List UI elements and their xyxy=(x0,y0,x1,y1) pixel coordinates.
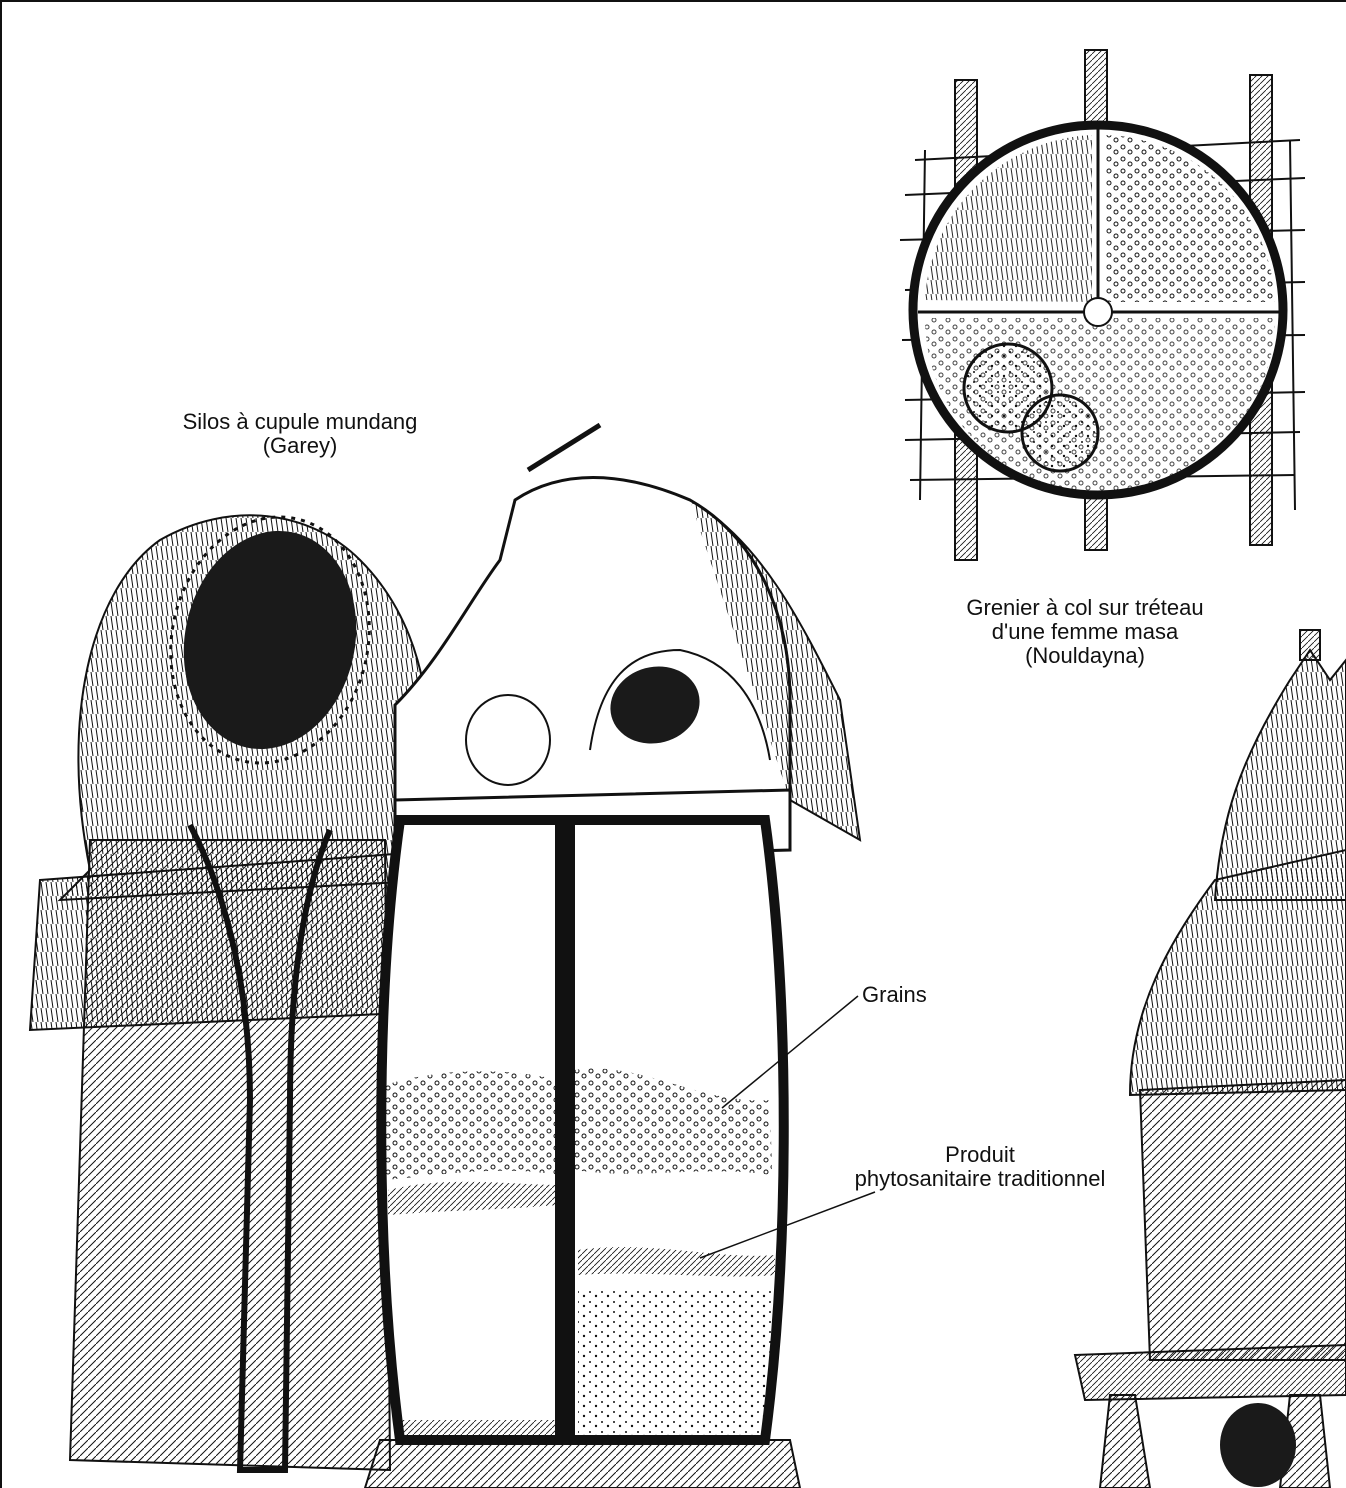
silos-caption: Silos à cupule mundang (Garey) xyxy=(150,410,450,458)
grains-label: Grains xyxy=(862,983,942,1007)
grenier-caption-line3: (Nouldayna) xyxy=(940,644,1230,668)
granary-top-view xyxy=(900,50,1305,560)
grenier-caption: Grenier à col sur tréteau d'une femme ma… xyxy=(940,596,1230,668)
silos-caption-line1: Silos à cupule mundang xyxy=(150,410,450,434)
produit-label-line1: Produit xyxy=(805,1143,1155,1167)
grenier-caption-line2: d'une femme masa xyxy=(940,620,1230,644)
produit-label: Produit phytosanitaire traditionnel xyxy=(805,1143,1155,1191)
grenier-caption-line1: Grenier à col sur tréteau xyxy=(940,596,1230,620)
silos-caption-line2: (Garey) xyxy=(150,434,450,458)
produit-label-line2: phytosanitaire traditionnel xyxy=(805,1167,1155,1191)
cutaway-silo xyxy=(365,425,860,1488)
raised-granary xyxy=(1075,630,1346,1488)
